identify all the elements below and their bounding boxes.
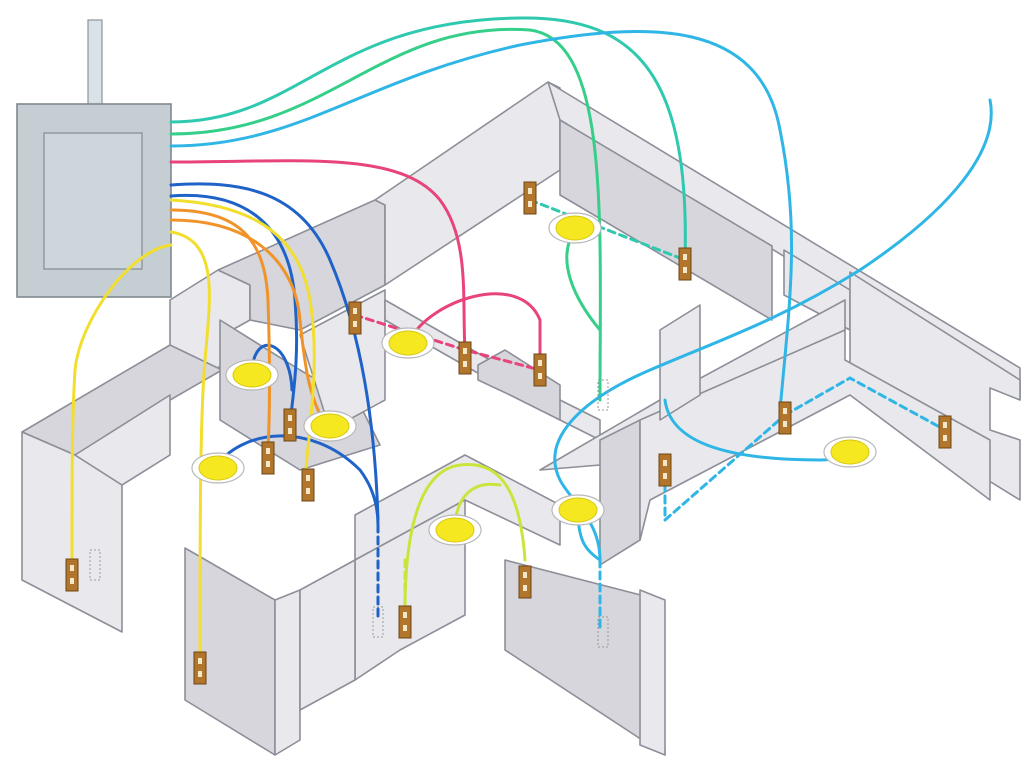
ceiling-light bbox=[551, 494, 605, 526]
wall bbox=[299, 559, 356, 711]
wires bbox=[70, 16, 993, 662]
wire bbox=[169, 159, 467, 352]
wall-socket bbox=[938, 415, 952, 449]
wall bbox=[639, 589, 666, 756]
wire bbox=[70, 243, 173, 562]
wall-socket bbox=[533, 353, 547, 387]
wall-socket bbox=[348, 301, 362, 335]
wall-socket bbox=[301, 468, 315, 502]
wall-socket bbox=[283, 408, 297, 442]
wire bbox=[169, 16, 687, 262]
wall-socket bbox=[261, 441, 275, 475]
wall bbox=[74, 394, 171, 486]
wall-socket-outline bbox=[89, 549, 101, 581]
wire bbox=[403, 462, 527, 612]
wire bbox=[213, 434, 380, 527]
ceiling-light bbox=[548, 212, 602, 244]
wire bbox=[169, 182, 380, 522]
wire bbox=[250, 343, 294, 392]
wire bbox=[565, 228, 602, 332]
wall bbox=[477, 349, 561, 421]
wall-socket bbox=[65, 558, 79, 592]
ceiling-light bbox=[823, 436, 877, 468]
wire-dashed bbox=[783, 376, 947, 432]
wall bbox=[599, 419, 641, 566]
conduit-pipe bbox=[87, 19, 103, 106]
wall bbox=[274, 589, 301, 756]
wire bbox=[169, 208, 271, 452]
wire bbox=[169, 27, 602, 402]
wall bbox=[559, 119, 773, 321]
wall-socket bbox=[518, 565, 532, 599]
panel-door bbox=[43, 132, 143, 270]
ceiling-light bbox=[225, 359, 279, 391]
wall-socket-outline bbox=[372, 606, 384, 638]
wall-socket bbox=[658, 453, 672, 487]
wall bbox=[659, 304, 701, 421]
ceiling-light bbox=[428, 514, 482, 546]
wall bbox=[639, 329, 991, 541]
wall-socket bbox=[398, 605, 412, 639]
wall-socket-outline bbox=[597, 379, 609, 411]
wire bbox=[408, 292, 542, 372]
ceiling-light bbox=[191, 452, 245, 484]
wall-socket bbox=[523, 181, 537, 215]
wall-socket bbox=[193, 651, 207, 685]
ceiling-light bbox=[303, 410, 357, 442]
wall-socket-outline bbox=[597, 616, 609, 648]
wall-sockets bbox=[65, 181, 952, 685]
wire-dashed bbox=[528, 198, 687, 262]
wire bbox=[169, 29, 794, 412]
wall-socket bbox=[778, 401, 792, 435]
wall-socket bbox=[678, 247, 692, 281]
walls bbox=[21, 81, 1021, 756]
wall-socket bbox=[458, 341, 472, 375]
ceiling-lights bbox=[191, 212, 877, 546]
ceiling-light bbox=[381, 327, 435, 359]
wire bbox=[169, 230, 211, 662]
distribution-panel bbox=[16, 19, 172, 298]
wire bbox=[553, 98, 993, 562]
